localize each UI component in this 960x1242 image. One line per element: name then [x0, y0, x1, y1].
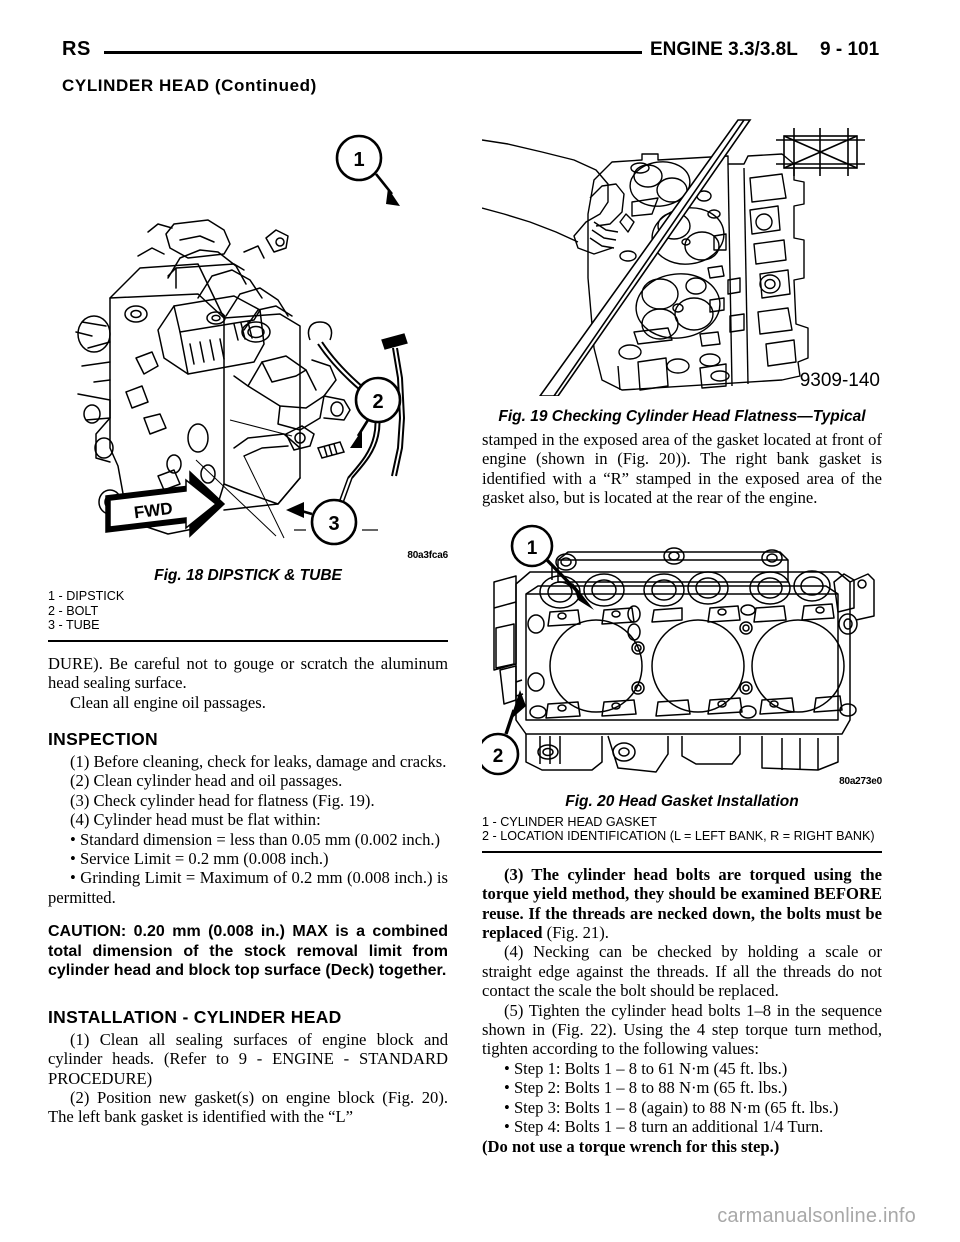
- installation-step-2: (2) Position new gasket(s) on engine blo…: [48, 1087, 448, 1127]
- figure-19-image-id-label: 9309-140: [800, 370, 880, 391]
- legend-item: 1 - DIPSTICK: [48, 589, 125, 603]
- figure-20: 1 2: [482, 524, 882, 853]
- legend-item: 3 - TUBE: [48, 618, 100, 633]
- right-column: 9309-140 Fig. 19 Checking Cylinder Head …: [482, 118, 882, 1156]
- paragraph-dure: DURE). Be careful not to gouge or scratc…: [48, 653, 448, 693]
- callout-1-marker: 1: [510, 524, 554, 567]
- section-title: ENGINE 3.3/3.8L: [650, 39, 798, 60]
- torque-step-3: • Step 3: Bolts 1 – 8 (again) to 88 N·m …: [504, 1097, 839, 1117]
- figure-20-legend: 1 - CYLINDER HEAD GASKET 2 - LOCATION ID…: [482, 815, 882, 844]
- legend-item: 1 - CYLINDER HEAD GASKET: [482, 814, 657, 829]
- svg-text:1: 1: [527, 538, 538, 559]
- caution-note: CAUTION: 0.20 mm (0.008 in.) MAX is a co…: [48, 923, 448, 980]
- callout-3-marker: 3: [310, 498, 358, 546]
- installation-step-1: (1) Clean all sealing surfaces of engine…: [48, 1029, 448, 1088]
- callout-1-marker: 1: [335, 134, 383, 182]
- torque-step-note: (Do not use a torque wrench for this ste…: [482, 1136, 780, 1156]
- inspection-bullet-grinding-limit: • Grinding Limit = Maximum of 0.2 mm (0.…: [48, 868, 448, 907]
- installation-step-4: (4) Necking can be checked by holding a …: [482, 942, 882, 1001]
- paragraph-clean-passages: Clean all engine oil passages.: [70, 692, 266, 712]
- figure-18-image-id: 80a3fca6: [407, 550, 448, 561]
- torque-step-1: • Step 1: Bolts 1 – 8 to 61 N·m (45 ft. …: [504, 1058, 788, 1078]
- left-column: 1 2: [48, 118, 448, 1127]
- figure-20-caption: Fig. 20 Head Gasket Installation: [565, 792, 799, 810]
- paragraph-stamped: stamped in the exposed area of the gaske…: [482, 430, 882, 508]
- legend-divider: [482, 850, 882, 853]
- header-rule: [104, 51, 642, 54]
- callout-2-marker: 2: [354, 376, 402, 424]
- torque-step-2: • Step 2: Bolts 1 – 8 to 88 N·m (65 ft. …: [504, 1078, 788, 1098]
- continued-heading: CYLINDER HEAD (Continued): [62, 76, 317, 95]
- installation-step-5: (5) Tighten the cylinder head bolts 1–8 …: [482, 1000, 882, 1059]
- installation-step-3-tail: (Fig. 21).: [542, 923, 609, 943]
- svg-text:2: 2: [493, 746, 504, 767]
- inspection-step-1: (1) Before cleaning, check for leaks, da…: [70, 752, 447, 771]
- svg-text:3: 3: [328, 513, 339, 535]
- figure-18: 1 2: [48, 118, 448, 642]
- inspection-step-4: (4) Cylinder head must be flat within:: [70, 810, 321, 830]
- figure-19-illustration: 9309-140: [482, 119, 880, 396]
- figure-18-illustration: 1 2: [75, 134, 408, 546]
- torque-step-4: • Step 4: Bolts 1 – 8 turn an additional…: [504, 1117, 824, 1137]
- installation-step-3: (3) The cylinder head bolts are torqued …: [482, 865, 882, 943]
- inspection-bullet-standard: • Standard dimension = less than 0.05 mm…: [70, 829, 441, 849]
- figure-19: 9309-140 Fig. 19 Checking Cylinder Head …: [482, 118, 882, 426]
- figure-20-illustration: 1 2: [482, 524, 875, 775]
- svg-text:1: 1: [353, 149, 364, 171]
- heading-installation-cylinder-head: INSTALLATION - CYLINDER HEAD: [48, 1006, 342, 1027]
- page-number: 9 - 101: [820, 39, 880, 60]
- figure-20-image-id: 80a273e0: [839, 775, 882, 787]
- page-header: RS ENGINE 3.3/3.8L 9 - 101: [0, 38, 960, 72]
- manual-code: RS: [62, 38, 91, 60]
- inspection-step-2: (2) Clean cylinder head and oil passages…: [70, 771, 343, 791]
- legend-item: 2 - LOCATION IDENTIFICATION (L = LEFT BA…: [482, 829, 875, 844]
- watermark: carmanualsonline.info: [717, 1205, 916, 1227]
- legend-item: 2 - BOLT: [48, 603, 99, 618]
- installation-step-3-bold: (3) The cylinder head bolts are torqued …: [482, 864, 882, 943]
- figure-18-caption: Fig. 18 DIPSTICK & TUBE: [154, 567, 342, 584]
- fwd-direction-arrow: FWD: [105, 470, 226, 538]
- inspection-step-3: (3) Check cylinder head for flatness (Fi…: [70, 790, 375, 810]
- svg-text:FWD: FWD: [133, 499, 174, 523]
- reference-grid-icon: [776, 128, 865, 176]
- svg-text:2: 2: [372, 391, 383, 413]
- callout-2-marker: 2: [482, 732, 520, 775]
- inspection-bullet-service-limit: • Service Limit = 0.2 mm (0.008 inch.): [70, 849, 329, 869]
- heading-inspection: INSPECTION: [48, 729, 158, 749]
- figure-18-legend: 1 - DIPSTICK 2 - BOLT 3 - TUBE: [48, 589, 448, 633]
- figure-19-caption: Fig. 19 Checking Cylinder Head Flatness—…: [498, 408, 866, 425]
- legend-divider: [48, 639, 448, 642]
